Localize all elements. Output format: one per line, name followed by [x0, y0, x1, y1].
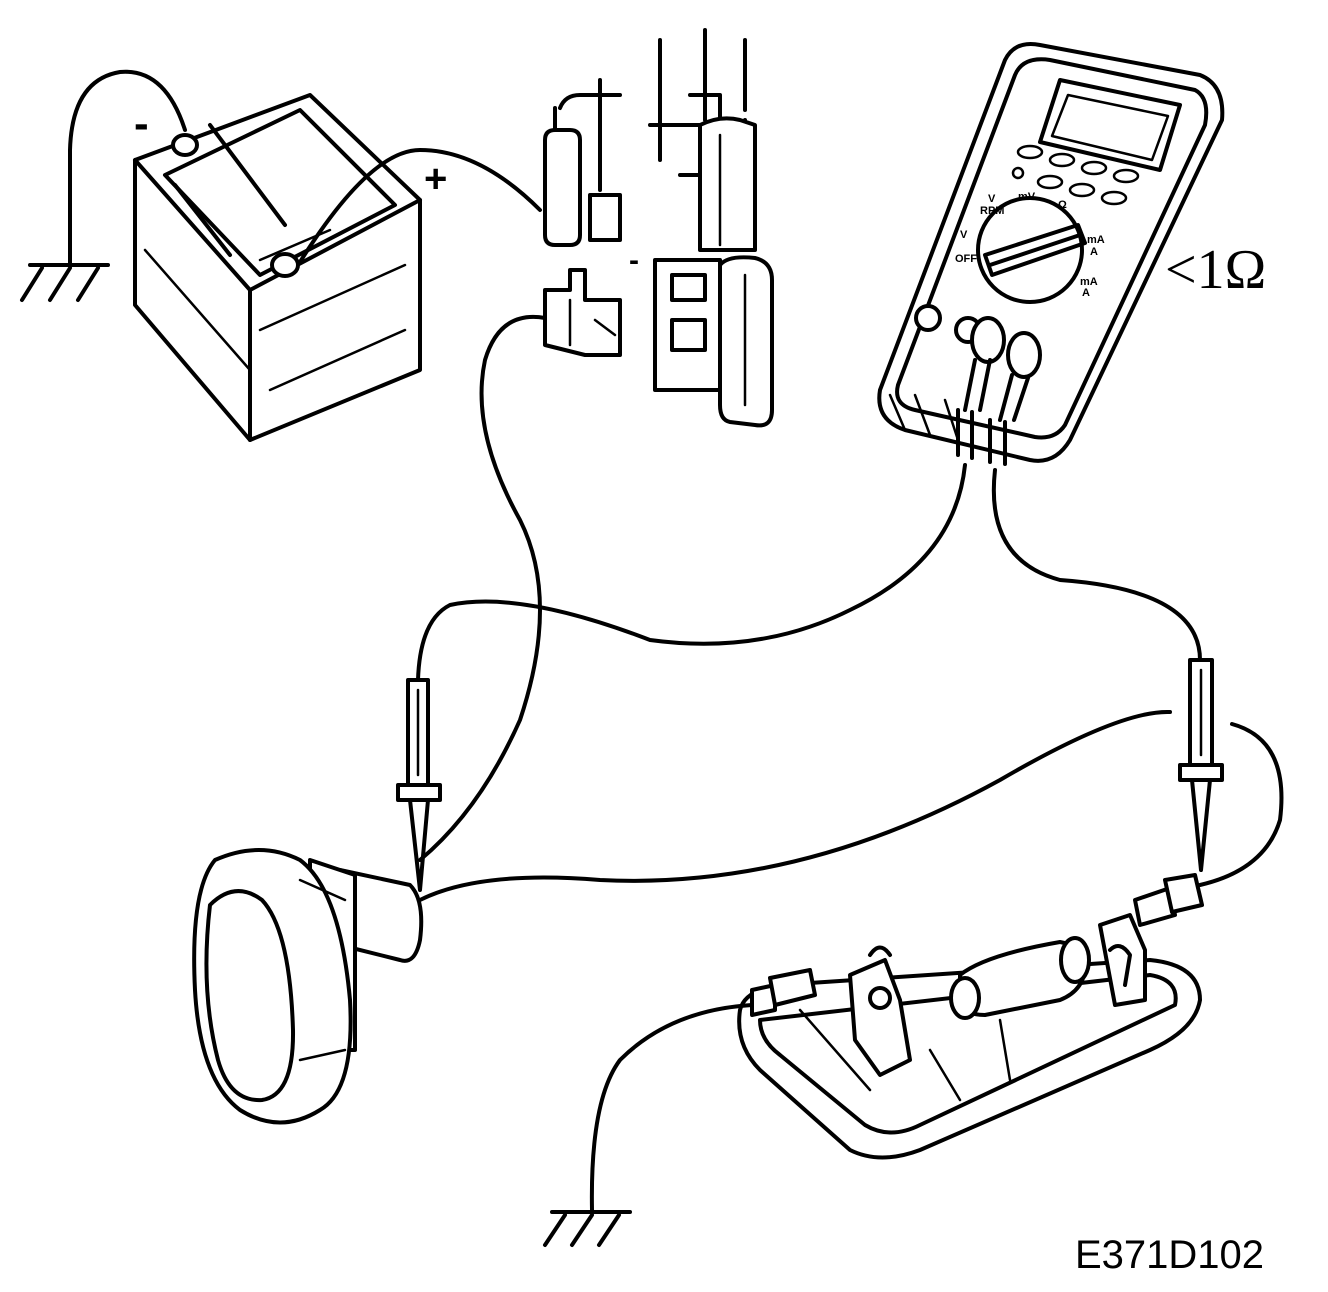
dial-label-ma-ac: mA — [1080, 276, 1098, 288]
battery-positive-label: + — [424, 157, 447, 201]
figure-code: E371D102 — [1075, 1233, 1264, 1277]
battery — [133, 93, 542, 442]
right-test-probe — [1178, 658, 1224, 872]
ground-icon — [543, 1003, 754, 1247]
fuse-minus-label: - — [629, 244, 639, 277]
dial-label-rpm: RPM — [980, 205, 1004, 217]
switch — [192, 848, 424, 1125]
test-leads — [416, 463, 1202, 682]
dial-label-v-ac: V — [960, 229, 968, 241]
dial-label-mv: mV — [1018, 191, 1036, 203]
dial-label-off: OFF — [955, 253, 977, 265]
battery-negative-label: - — [134, 99, 149, 148]
multimeter-buttons — [1011, 144, 1140, 206]
dial-label-ohm: Ω — [1058, 199, 1067, 211]
resistance-reading-label: <1Ω — [1165, 239, 1266, 301]
dial-label-a: A — [1090, 246, 1098, 258]
bulb-icon — [949, 936, 1091, 1020]
fuse-box — [543, 28, 774, 428]
harness-wires — [418, 314, 1284, 902]
dial-label-v: V — [988, 193, 996, 205]
lamp-unit — [737, 873, 1204, 1160]
dial-label-a-ac: A — [1082, 287, 1090, 299]
dial-label-ma: mA — [1087, 234, 1105, 246]
left-test-probe — [396, 678, 442, 892]
ground-icon — [20, 69, 187, 302]
multimeter: V RPM mV Ω mA A OFF V mA A — [877, 42, 1225, 466]
rotary-dial — [976, 196, 1087, 304]
